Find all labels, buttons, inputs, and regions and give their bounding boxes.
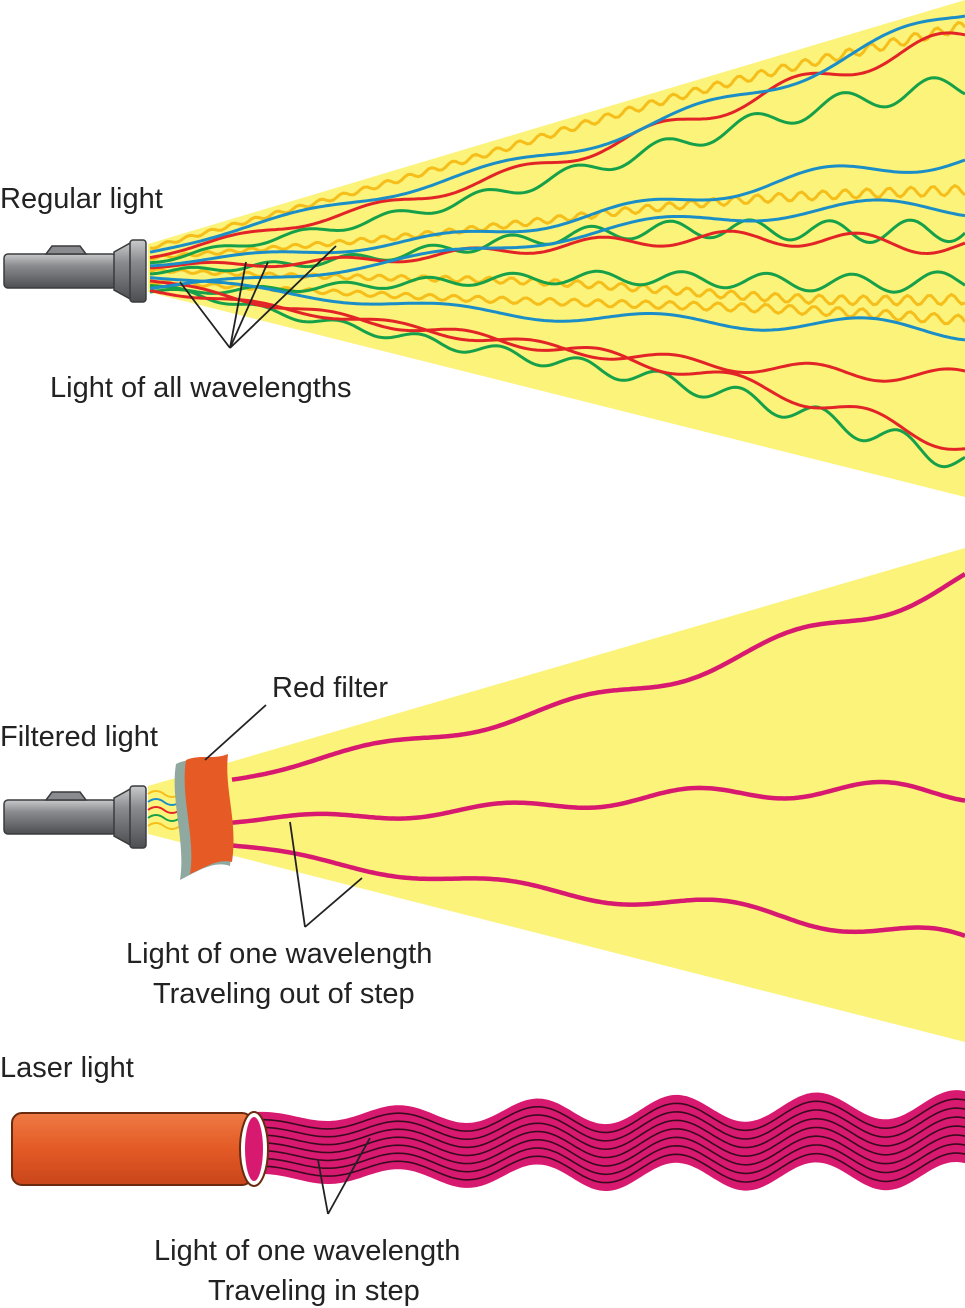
laser-light-section: Laser light Light of one wavelength Trav… [0,1052,965,1307]
filtered-caption-line1: Light of one wavelength [126,938,432,970]
laser-caption-line2: Traveling in step [208,1275,420,1307]
filtered-caption-line2: Traveling out of step [153,978,415,1010]
filtered-wave-middle [231,779,965,825]
regular-light-title: Regular light [0,183,163,215]
red-filter-icon [174,754,234,880]
wave-yellow [149,183,965,261]
wave-red [149,229,965,270]
filtered-wave-top [231,572,965,782]
filtered-beam [148,548,965,1042]
wave-blue [149,276,965,342]
flashlight-icon [3,239,147,303]
laser-wave-line [255,1098,965,1134]
wave-green [149,283,965,469]
wave-yellow [149,20,965,250]
wave-blue [149,158,965,268]
laser-pointer-lines [317,1137,371,1215]
laser-tube-icon [11,1111,269,1187]
laser-caption-line1: Light of one wavelength [154,1235,460,1267]
wave-yellow [149,279,965,326]
regular-light-caption: Light of all wavelengths [50,372,351,404]
filtered-waves [231,572,965,939]
laser-wave-line [255,1116,965,1151]
red-filter-label: Red filter [272,672,388,704]
laser-wave-line [255,1125,965,1159]
laser-wave-line [255,1143,965,1176]
laser-wave-line [255,1134,965,1167]
wave-blue [149,14,965,254]
filtered-light-section: Red filter Filtered light Light of one w… [0,548,965,1042]
filtered-light-title: Filtered light [0,721,158,753]
wave-red [149,31,965,260]
filtered-pointer-lines [204,704,363,928]
filtered-wave-bottom [231,843,965,939]
regular-pointer-lines [179,245,337,349]
wave-blue [149,198,965,290]
wave-red [149,288,965,383]
wave-green [149,76,965,265]
flashlight-icon [3,785,147,849]
laser-light-title: Laser light [0,1052,134,1084]
laser-wave-line [255,1152,965,1184]
regular-waves [149,14,965,469]
laser-wave-line [255,1107,965,1142]
laser-ribbon [255,1090,965,1191]
wave-green [149,269,965,295]
regular-light-section: Regular light Light of all wavelengths [0,0,965,497]
